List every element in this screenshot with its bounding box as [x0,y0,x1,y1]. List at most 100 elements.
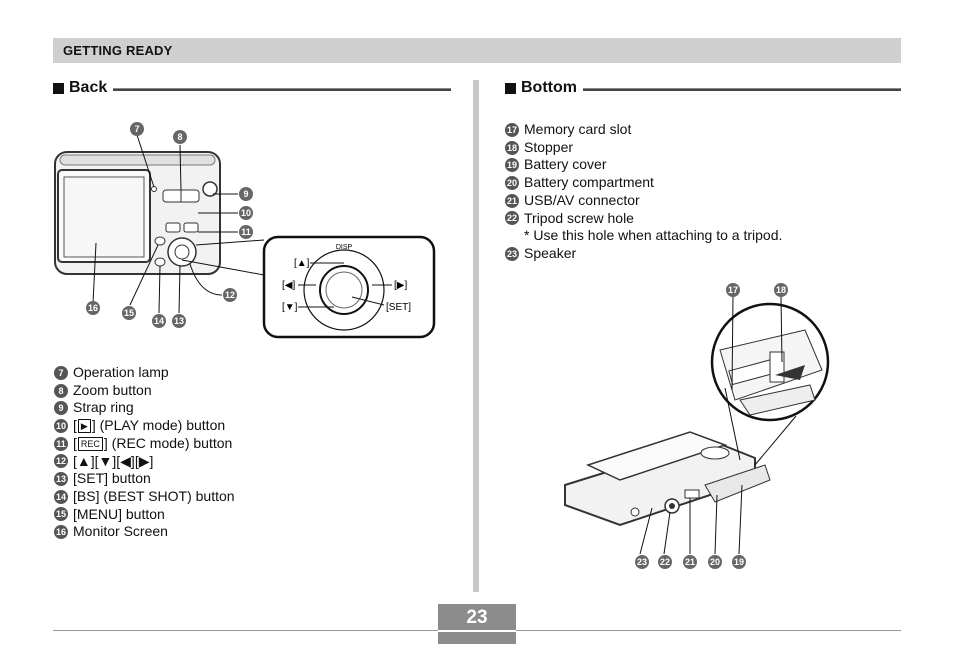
list-item: 15 [MENU] button [54,506,235,524]
item-label: Operation lamp [73,364,169,380]
list-item: 7 Operation lamp [54,364,235,382]
bottom-section-title: Bottom [521,79,577,96]
callout-22: 22 [658,555,672,569]
number-badge: 12 [54,454,68,469]
item-label: [SET] button [73,470,151,487]
list-item: 22 Tripod screw hole [505,210,782,228]
dpad-up-label: [▲] [294,258,310,269]
camera-bottom-illustration: 17 18 23 22 21 20 19 [564,283,830,569]
svg-text:20: 20 [710,557,720,567]
svg-text:22: 22 [660,557,670,567]
item-label: Monitor Screen [73,523,168,540]
svg-text:10: 10 [241,208,251,218]
list-item: 19 Battery cover [505,156,782,174]
heading-rule [113,88,451,91]
page-tab-band [438,630,516,632]
back-section-heading: Back [53,78,451,98]
number-badge: 17 [505,122,519,137]
item-label: [BS] (BEST SHOT) button [73,487,235,504]
callout-16: 16 [86,301,100,315]
column-divider [473,80,479,592]
number-badge: 14 [54,489,68,504]
play-icon: ▶ [77,418,91,433]
dpad-disp-label: DISP [336,244,353,251]
svg-text:7: 7 [134,124,139,134]
camera-back-illustration: DISP [▲] [◀] [▶] [▼] [SET] 7 8 9 10 11 1… [54,122,436,339]
number-badge: 21 [505,193,519,208]
number-badge: 20 [505,175,519,190]
number-badge: 8 [54,383,68,398]
svg-text:11: 11 [241,227,251,237]
page-number: 23 [466,607,488,628]
item-label: Strap ring [73,399,134,416]
square-bullet-icon [53,82,64,94]
list-item: 11 [REC] (REC mode) button [54,435,235,453]
item-label: USB/AV connector [524,191,640,208]
number-badge: 19 [505,158,519,173]
callout-14: 14 [152,314,166,328]
list-item: 10[▶] (PLAY mode) button [54,417,235,435]
callout-9: 9 [239,187,253,201]
item-label: ] (REC mode) button [103,434,233,451]
svg-text:8: 8 [177,132,182,142]
camera-icon: REC [77,436,103,451]
svg-text:18: 18 [776,285,786,295]
callout-10: 10 [239,206,253,220]
number-badge: 15 [54,507,68,522]
list-item: 9 Strap ring [54,399,235,417]
callout-7: 7 [130,122,144,136]
number-badge: 9 [54,401,68,416]
number-badge: 22 [505,211,519,226]
callout-13: 13 [172,314,186,328]
number-badge: 10 [54,418,68,433]
callout-17: 17 [726,283,740,297]
page-number-tab: 23 [438,604,516,644]
callout-8: 8 [173,130,187,144]
svg-text:12: 12 [225,290,235,300]
callout-23: 23 [635,555,649,569]
callout-15: 15 [122,306,136,320]
item-label: Battery cover [524,156,607,173]
section-header-title: GETTING READY [63,43,173,58]
number-badge: 13 [54,472,68,487]
back-parts-list: 7 Operation lamp 8 Zoom button 9 Strap ring… [54,364,235,541]
dpad-down-label: [▼] [282,302,298,313]
list-item: 21 USB/AV connector [505,192,782,210]
callout-11: 11 [239,225,253,239]
callout-20: 20 [708,555,722,569]
bottom-section-heading: Bottom [505,78,901,98]
item-label: Battery compartment [524,174,654,191]
svg-text:15: 15 [124,308,134,318]
item-label: Tripod screw hole [524,209,634,226]
bracket-open: [ [73,417,77,434]
callout-21: 21 [683,555,697,569]
item-label: [MENU] button [73,505,165,522]
svg-text:9: 9 [243,189,248,199]
svg-text:13: 13 [174,316,184,326]
heading-rule [582,88,901,91]
list-item: 13 [SET] button [54,470,235,488]
svg-text:21: 21 [685,557,695,567]
callout-18: 18 [774,283,788,297]
dpad-right-label: [▶] [394,280,407,291]
square-bullet-icon [505,82,516,94]
item-label: Memory card slot [524,121,632,137]
bracket-open: [ [73,434,77,451]
number-badge: 23 [505,246,519,261]
number-badge: 7 [54,365,68,380]
svg-text:19: 19 [734,557,744,567]
list-item: 20 Battery compartment [505,174,782,192]
number-badge: 11 [54,436,68,451]
dpad-left-label: [◀] [282,280,295,291]
item-label: Zoom button [73,381,152,398]
svg-text:14: 14 [154,316,164,326]
callout-12: 12 [223,288,237,302]
section-header-bar: GETTING READY [53,38,901,63]
number-badge: 18 [505,140,519,155]
svg-text:17: 17 [728,285,738,295]
callout-19: 19 [732,555,746,569]
item-label: Stopper [524,138,574,155]
